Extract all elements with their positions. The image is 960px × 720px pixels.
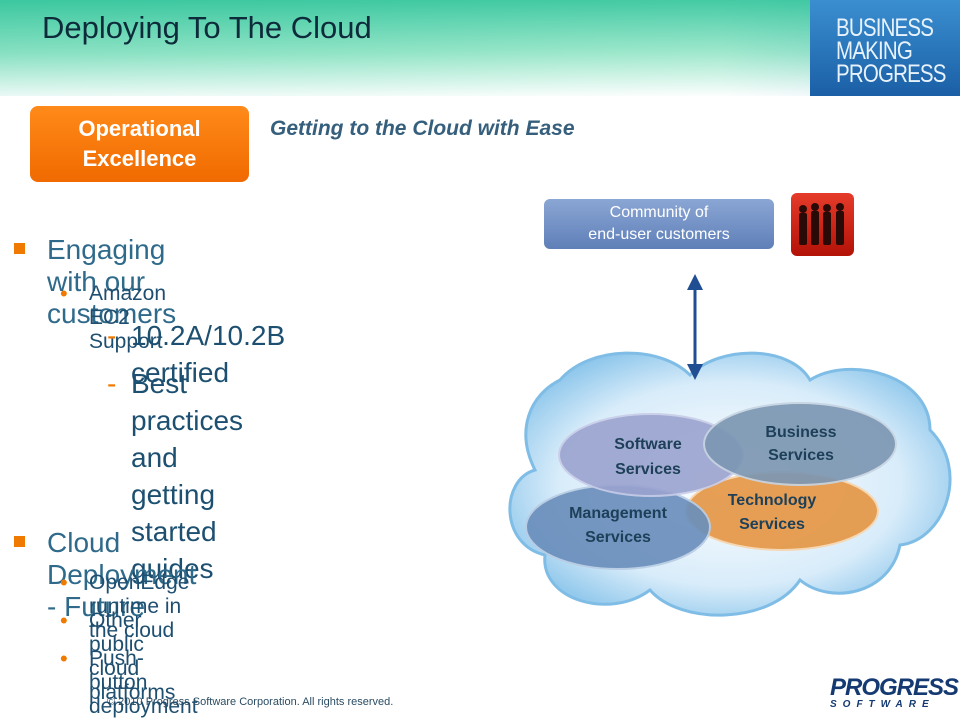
slide-subtitle: Getting to the Cloud with Ease — [270, 117, 575, 140]
operational-excellence-badge: Operational Excellence — [30, 106, 249, 182]
dot-bullet-icon: • — [60, 608, 68, 633]
software-label-1: Software — [614, 436, 682, 453]
bullet-text-line: started — [131, 516, 217, 547]
community-line-1: Community of — [609, 204, 709, 221]
management-label-2: Services — [585, 529, 651, 546]
bullet-text: Cloud Deployment - Future — [47, 527, 197, 622]
brand-line-3: PROGRESS — [836, 60, 946, 88]
bullet-text: Engaging with our customers — [47, 234, 177, 329]
business-services-oval — [703, 402, 897, 486]
bullet-level2: • OpenEdge runtime in the cloud — [60, 570, 190, 643]
square-bullet-icon — [14, 536, 25, 547]
dot-bullet-icon: • — [60, 570, 68, 595]
bullet-level2: • Push-button deployment — [60, 646, 198, 719]
community-line-2: end-user customers — [588, 226, 730, 243]
group-of-people-icon — [791, 193, 854, 256]
management-label-1: Management — [569, 505, 667, 522]
bullet-text-line: Best practices and getting — [131, 368, 244, 510]
dash-bullet-icon: - — [107, 320, 117, 351]
badge-line-1: Operational — [78, 116, 201, 141]
management-services-oval — [525, 484, 711, 570]
bullet-level2: • Amazon EC2 Support — [60, 281, 167, 354]
business-label-2: Services — [768, 447, 834, 464]
business-label-1: Business — [765, 424, 836, 441]
copyright-footer: © 2010 Progress Software Corporation. Al… — [107, 696, 394, 708]
brand-line-1: BUSINESS — [836, 14, 934, 42]
progress-logo-text: PROGRESS — [830, 674, 959, 701]
bullet-text: Push-button deployment — [89, 647, 198, 718]
brand-logo-box — [810, 0, 960, 96]
dot-bullet-icon: • — [60, 646, 68, 671]
community-box: Community of end-user customers — [544, 199, 774, 249]
bullet-level2: • Other public cloud platforms — [60, 608, 176, 705]
bullet-level3: - 10.2A/10.2B certified — [107, 317, 286, 391]
double-arrow — [687, 274, 703, 380]
progress-logo-subtext: SOFTWARE — [830, 699, 935, 710]
technology-label-2: Services — [739, 516, 805, 533]
bullet-text-line: guides — [131, 553, 214, 584]
header-fade — [0, 0, 810, 96]
software-label-2: Services — [615, 461, 681, 478]
bullet-text: 10.2A/10.2B certified — [131, 320, 286, 388]
dot-bullet-icon: • — [60, 281, 68, 306]
badge-line-2: Excellence — [82, 146, 197, 171]
square-bullet-icon — [14, 243, 25, 254]
bullet-text: Amazon EC2 Support — [89, 282, 167, 353]
bullet-level1: Engaging with our customers — [14, 234, 177, 330]
brand-line-2: MAKING — [836, 37, 913, 65]
bullet-text: Other public cloud platforms — [89, 609, 176, 704]
dash-bullet-icon: - — [107, 368, 117, 399]
slide-title: Deploying To The Cloud — [42, 10, 372, 45]
bullet-level3: - 10.2A/10.2B certified Best practices a… — [107, 365, 244, 587]
bullet-text: OpenEdge runtime in the cloud — [89, 571, 190, 642]
bullet-level1: Cloud Deployment - Future — [14, 527, 197, 623]
people-silhouettes — [799, 203, 844, 245]
technology-label-1: Technology — [728, 492, 817, 509]
